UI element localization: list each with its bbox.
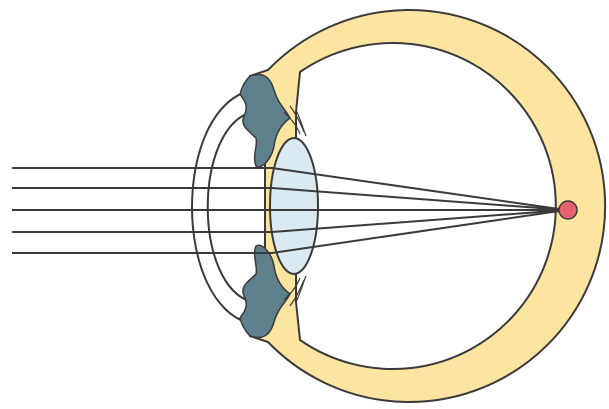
lens (270, 138, 318, 274)
cornea-inner (208, 112, 252, 302)
focal-point (559, 201, 577, 219)
